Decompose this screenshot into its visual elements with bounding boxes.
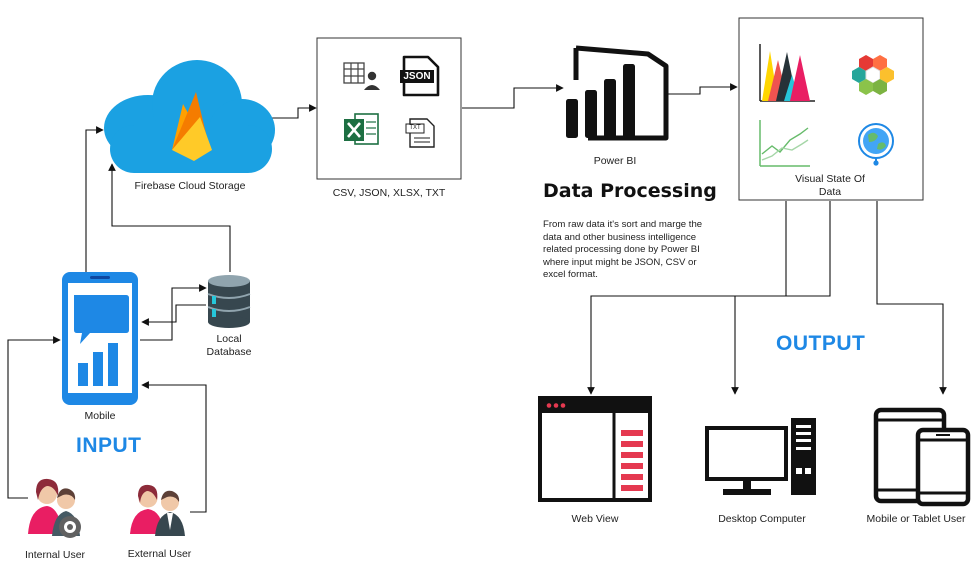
gear-icon — [59, 516, 81, 538]
firebase-cloud-icon — [104, 60, 275, 173]
json-badge-text: JSON — [403, 71, 431, 82]
txt-file-icon — [405, 118, 435, 148]
arrow-mobile-to-cloud — [85, 126, 104, 272]
external-user-label: External User — [127, 548, 192, 560]
data-processing-heading: Data Processing — [543, 180, 717, 202]
arrow-internal-user-to-mobile — [7, 336, 61, 499]
database-label: Local Database — [194, 333, 264, 358]
arrow-visual-to-desktop — [731, 201, 787, 395]
txt-badge-text: TXT — [409, 125, 421, 131]
firebase-flame-icon — [172, 92, 212, 161]
hexagon-cluster-icon — [852, 55, 894, 95]
files-box — [316, 37, 462, 180]
power-bi-logo-icon — [566, 45, 669, 141]
arrow-mobile-to-database — [140, 284, 207, 341]
arrow-files-to-powerbi — [462, 84, 564, 109]
peak-chart-icon — [759, 44, 815, 102]
desktop-computer-label: Desktop Computer — [718, 513, 806, 525]
arrow-visual-to-webview — [587, 201, 831, 395]
arrow-database-to-cloud — [108, 163, 231, 272]
excel-file-icon — [344, 113, 379, 145]
external-user-icon — [130, 484, 185, 536]
tablet-user-label: Mobile or Tablet User — [866, 513, 966, 525]
arrow-visual-to-tablet — [876, 201, 947, 395]
line-chart-icon — [759, 120, 810, 167]
visual-state-label-line2: Data — [818, 185, 842, 198]
database-label-line2: Database — [206, 345, 252, 358]
local-database-icon — [207, 275, 251, 328]
arrow-external-user-to-mobile — [141, 381, 207, 513]
power-bi-label: Power BI — [593, 155, 637, 167]
tablet-phone-icon — [873, 407, 971, 507]
visual-state-box — [738, 17, 924, 201]
files-label: CSV, JSON, XLSX, TXT — [332, 187, 446, 199]
firebase-label: Firebase Cloud Storage — [134, 180, 246, 192]
web-view-icon — [538, 396, 652, 502]
mobile-label: Mobile — [84, 410, 116, 422]
data-processing-description: From raw data it's sort and marge the da… — [543, 219, 703, 280]
desktop-computer-icon — [705, 418, 816, 495]
connectors — [7, 83, 947, 513]
arrow-cloud-to-files — [272, 104, 317, 119]
input-section-label: INPUT — [76, 434, 142, 457]
internal-user-label: Internal User — [24, 549, 86, 561]
visual-state-label: Visual State Of Data — [780, 173, 880, 198]
web-view-label: Web View — [571, 513, 619, 525]
arrow-powerbi-to-visual — [668, 83, 738, 95]
output-section-label: OUTPUT — [776, 332, 866, 355]
json-file-icon — [400, 55, 440, 97]
arrow-database-to-mobile — [141, 304, 206, 326]
visual-state-label-line1: Visual State Of — [795, 173, 865, 185]
mobile-phone-icon — [62, 272, 138, 405]
csv-table-icon — [343, 62, 380, 90]
internal-user-icon — [28, 478, 81, 538]
database-label-line1: Local — [216, 333, 242, 345]
globe-pin-icon — [858, 123, 894, 166]
